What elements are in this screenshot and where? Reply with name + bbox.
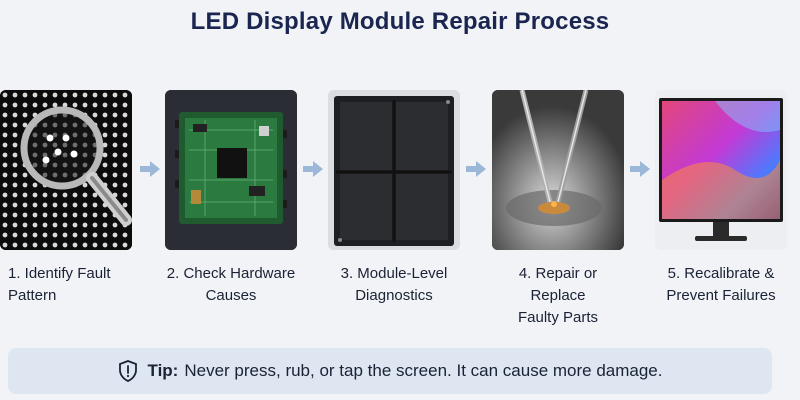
page-title: LED Display Module Repair Process bbox=[190, 8, 610, 35]
module-frame-image bbox=[328, 90, 460, 250]
tip-prefix: Tip: bbox=[147, 361, 179, 380]
step-4-label: 4. Repair or Replace Faulty Parts bbox=[517, 265, 599, 326]
step-2-label: 2. Check Hardware Causes bbox=[166, 265, 296, 304]
step-1-label: 1. Identify Fault Pattern bbox=[8, 265, 111, 304]
step-2: 2. Check Hardware Causes bbox=[165, 90, 297, 307]
monitor-image bbox=[655, 90, 787, 250]
step-3-label: 3. Module-Level Diagnostics bbox=[340, 265, 448, 304]
soldering-tweezers-image bbox=[492, 90, 624, 250]
step-3: 3. Module-Level Diagnostics bbox=[328, 90, 460, 307]
arrow-right-icon bbox=[140, 161, 160, 177]
circuit-board-image bbox=[165, 90, 297, 250]
step-1: 1. Identify Fault Pattern bbox=[0, 90, 132, 307]
arrow-right-icon bbox=[466, 161, 486, 177]
arrow-right-icon bbox=[630, 161, 650, 177]
step-5: 5. Recalibrate & Prevent Failures bbox=[655, 90, 787, 307]
arrow-right-icon bbox=[303, 161, 323, 177]
shield-icon bbox=[118, 360, 137, 382]
led-matrix-magnifier-image bbox=[0, 90, 132, 250]
step-4: 4. Repair or Replace Faulty Parts bbox=[492, 90, 624, 329]
tip-text: Never press, rub, or tap the screen. It … bbox=[184, 361, 663, 380]
tip-banner: Tip: Never press, rub, or tap the screen… bbox=[8, 348, 772, 394]
step-5-label: 5. Recalibrate & Prevent Failures bbox=[666, 265, 776, 304]
